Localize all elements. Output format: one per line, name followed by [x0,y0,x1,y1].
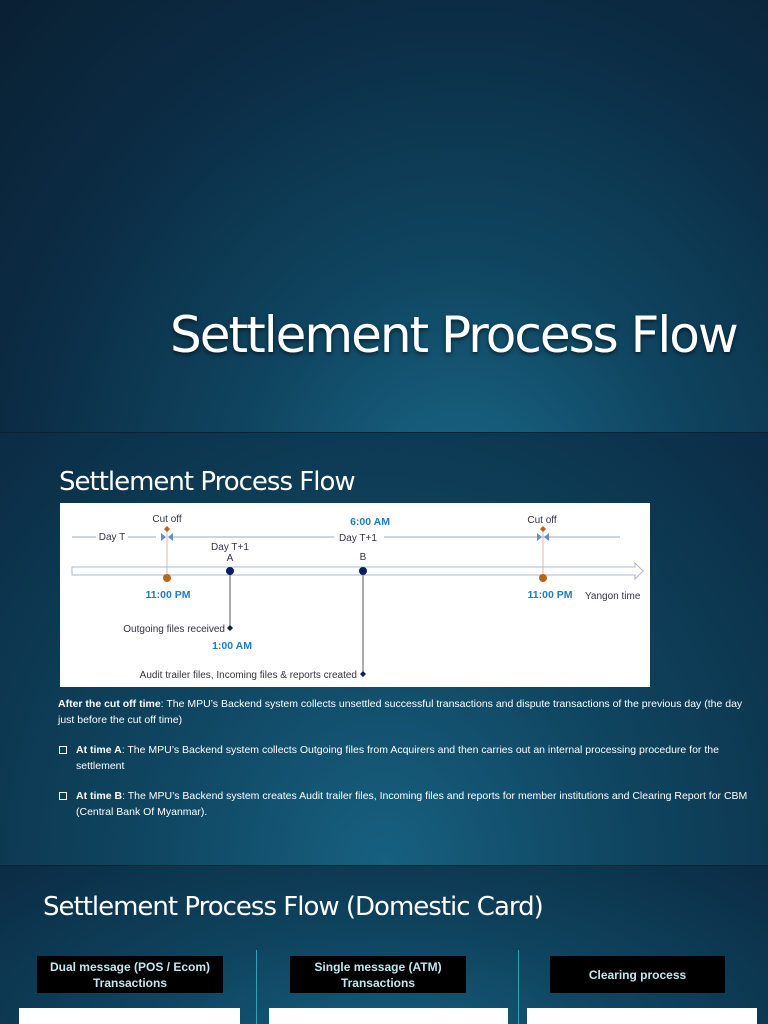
day-t1-label: Day T+1 [339,533,377,544]
slide-title: Settlement Process Flow [170,306,739,364]
time-6am: 6:00 AM [350,516,390,528]
slide-title: Settlement Process Flow [59,467,356,497]
timeline-slide: Settlement Process Flow Cut off Cut off … [0,433,768,865]
title-slide: Settlement Process Flow [0,0,768,432]
point-a [226,567,234,575]
divider [518,950,519,1024]
dual-message-box: Dual message (POS / Ecom)Transactions [37,956,223,993]
cutoff-label: Cut off [527,515,556,526]
audit-label: Audit trailer files, Incoming files & re… [140,670,357,681]
divider [256,950,257,1024]
intro-text: : The MPU’s Backend system collects unse… [58,698,743,726]
time-11pm: 11:00 PM [146,589,191,601]
cutoff-point [539,574,547,582]
settlement-timeline-diagram: Cut off Cut off Day T Day T+1 Day T+1 A … [60,503,650,687]
bullet-b: At time B: The MPU’s Backend system crea… [58,788,758,820]
clearing-process-box: Clearing process [550,956,725,993]
yangon-time-label: Yangon time [585,591,641,602]
clearing-image [527,1008,757,1024]
time-11pm: 11:00 PM [528,589,573,601]
time-1am: 1:00 AM [212,640,252,652]
outgoing-label: Outgoing files received [123,624,225,635]
timeline-arrow [71,561,644,581]
a-label: A [227,553,234,564]
day-t1-a-label: Day T+1 [211,542,249,553]
bullet-a: At time A: The MPU’s Backend system coll… [58,742,758,774]
cutoff-label: Cut off [152,514,181,525]
single-message-box: Single message (ATM)Transactions [290,956,466,993]
slide-title: Settlement Process Flow (Domestic Card) [43,892,544,922]
domestic-card-slide: Settlement Process Flow (Domestic Card) … [0,866,768,1024]
slide-body: After the cut off time: The MPU’s Backen… [58,696,758,834]
day-t-label: Day T [99,532,126,543]
point-b [359,567,367,575]
b-label: B [360,552,367,563]
intro-bold: After the cut off time [58,698,161,710]
single-message-image [269,1008,508,1024]
cutoff-point [163,574,171,582]
dual-message-image [19,1008,240,1024]
